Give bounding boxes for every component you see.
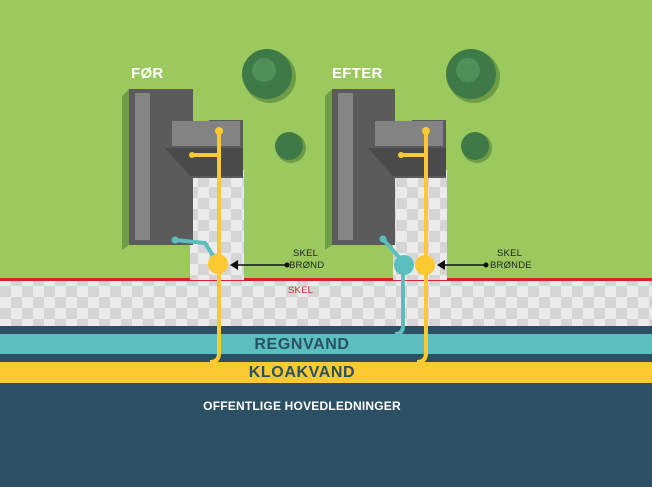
roof-outlet-before [215,127,223,135]
sewage-manhole-after [415,255,435,275]
manhole-before [208,254,228,274]
rain-inlet-before [171,236,179,244]
property-line [0,278,652,281]
house-before-icon [122,89,243,250]
tree-icon [446,49,500,103]
sewage-label: KLOAKVAND [248,364,356,381]
rainwater-band [0,334,652,354]
rain-manhole-after [394,255,414,275]
sewage-band [0,362,652,383]
after-callout-line2: BRØNDE [490,260,532,271]
before-heading: FØR [131,65,164,82]
sidewalk [0,281,652,326]
sewage-pipe-before [209,131,221,364]
before-panel [122,49,306,364]
rain-pipe-after [381,237,405,336]
bush-icon [461,132,492,163]
tree-icon [242,49,296,103]
callout-dot-after [483,262,489,268]
rain-inlet-after [379,235,387,243]
callout-arrow-before [230,260,238,270]
roof-outlet-after [422,127,430,135]
drain-end-before [189,152,195,158]
main-lines-label: OFFENTLIGE HOVEDLEDNINGER [203,399,401,413]
bush-icon [275,132,306,163]
callout-arrow-after [437,260,445,270]
after-panel [325,49,500,364]
before-callout-line2: BRØND [289,260,325,271]
property-line-label: SKEL [288,285,314,296]
before-callout-line1: SKEL [293,248,319,259]
sewage-pipe-after [416,131,428,364]
rainwater-label: REGNVAND [254,336,350,353]
callout-dot-before [284,262,290,268]
after-heading: EFTER [332,65,383,82]
after-callout-line1: SKEL [497,248,523,259]
drain-end-after [398,152,404,158]
